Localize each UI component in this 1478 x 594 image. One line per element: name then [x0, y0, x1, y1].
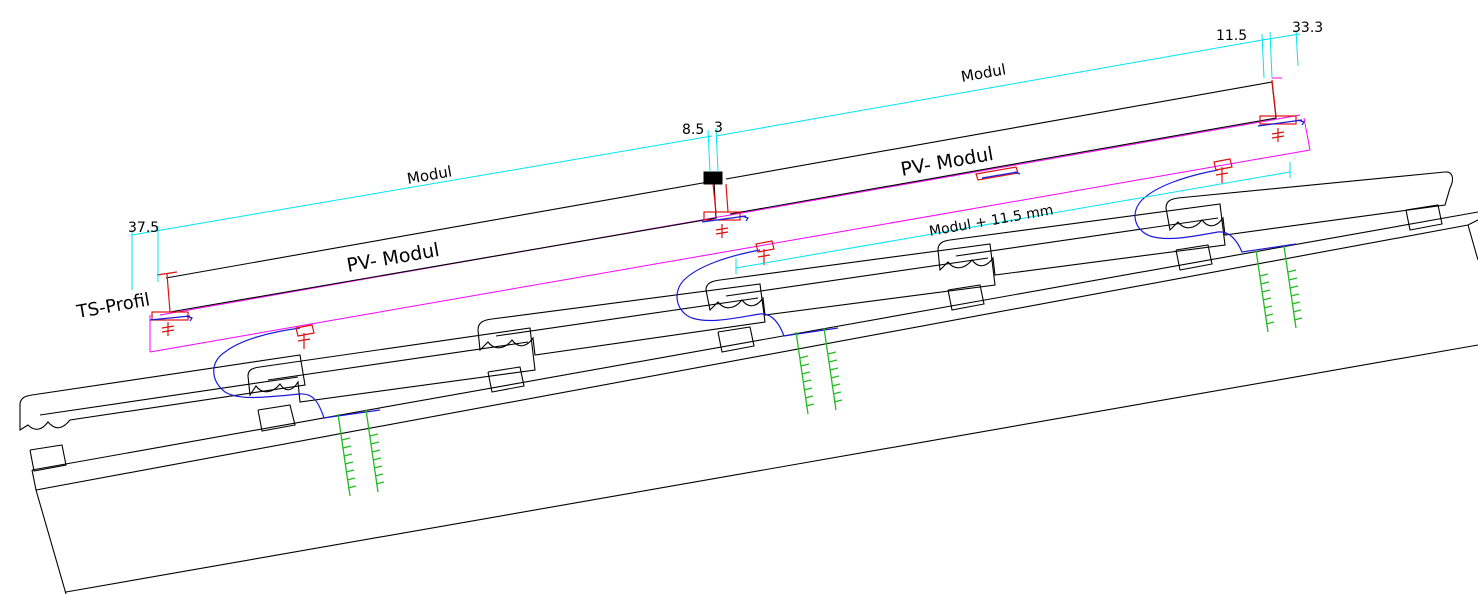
- rafter-bottom: [65, 344, 1478, 593]
- roof-tile-2: [247, 327, 536, 403]
- label-modul-top-right: Modul: [960, 60, 1008, 86]
- hook-bolts: [295, 158, 1233, 349]
- labels: Modul Modul PV- Modul PV- Modul Modul + …: [74, 20, 1323, 323]
- batten-4: [717, 326, 755, 353]
- tile-edge-4: [725, 257, 989, 297]
- end-clamp-right: [1257, 79, 1305, 142]
- ext-right-2: [1269, 31, 1273, 79]
- tile-edge-3: [495, 297, 759, 337]
- batten-1: [29, 444, 67, 472]
- dim-module-right: [715, 38, 1269, 137]
- batten-2: [257, 404, 296, 432]
- rafter-end-left: [35, 489, 67, 594]
- ext-mid-1: [707, 129, 711, 173]
- tile-edge-2: [267, 341, 529, 381]
- roof-tile-1: [19, 354, 306, 431]
- rafter-beam: [31, 219, 1478, 491]
- rafter-end-right: [1467, 224, 1478, 261]
- dim-gap-right: [1261, 33, 1301, 41]
- roof-hook-2: [676, 249, 839, 337]
- roof-tile-6: [1165, 171, 1454, 236]
- screw-pair-3: [1255, 245, 1303, 333]
- dim-modul-plus: [735, 171, 1291, 269]
- ext-mid-2: [715, 127, 719, 173]
- roof-structure: [19, 171, 1478, 594]
- rail-connector: [975, 166, 1021, 181]
- dim-module-left: [131, 135, 713, 236]
- mounting-rail-bottom: [149, 149, 1311, 353]
- mounting-rail-top: [159, 114, 1301, 316]
- middle-clamp: [701, 171, 749, 238]
- rail-end-right: [1303, 117, 1311, 151]
- dim-label-8-5: 8.5: [682, 122, 704, 138]
- batten-7: [1405, 204, 1443, 231]
- ext-right-3: [1295, 29, 1299, 67]
- pv-module-left-outline: [165, 180, 717, 313]
- roof-hook-1: [213, 327, 381, 419]
- roof-tile-4: [705, 243, 996, 316]
- module-frame: [149, 77, 1311, 353]
- pv-module-right-outline: [725, 81, 1277, 215]
- roof-tile-5: [937, 203, 1226, 276]
- screw-pair-2: [795, 327, 843, 415]
- ext-right-1: [1261, 33, 1265, 79]
- tile-edge-5: [955, 217, 1219, 257]
- dim-label-11-5: 11.5: [1216, 28, 1247, 44]
- dimension-lines: [131, 29, 1301, 290]
- batten-3: [487, 366, 525, 393]
- batten-6: [1175, 244, 1213, 271]
- dim-label-33-3: 33.3: [1292, 20, 1323, 36]
- screws: [337, 245, 1303, 497]
- roof-tile-3: [477, 283, 766, 356]
- label-ts-profil: TS-Profil: [74, 289, 151, 323]
- batten-5: [947, 284, 985, 311]
- label-pv-modul-right: PV- Modul: [899, 143, 995, 181]
- dim-label-37-5: 37.5: [128, 220, 159, 236]
- tile-edge-1: [39, 376, 299, 416]
- ts-profil-clamp: [149, 271, 193, 336]
- batten-line: [31, 211, 1478, 471]
- clamps: [149, 79, 1305, 349]
- label-modul-top-left: Modul: [406, 162, 454, 188]
- dim-label-3: 3: [714, 120, 723, 136]
- roof-hooks: [213, 169, 1297, 419]
- label-pv-modul-left: PV- Modul: [345, 239, 441, 277]
- roof-hook-3: [1134, 169, 1297, 253]
- screw-pair-1: [337, 409, 385, 497]
